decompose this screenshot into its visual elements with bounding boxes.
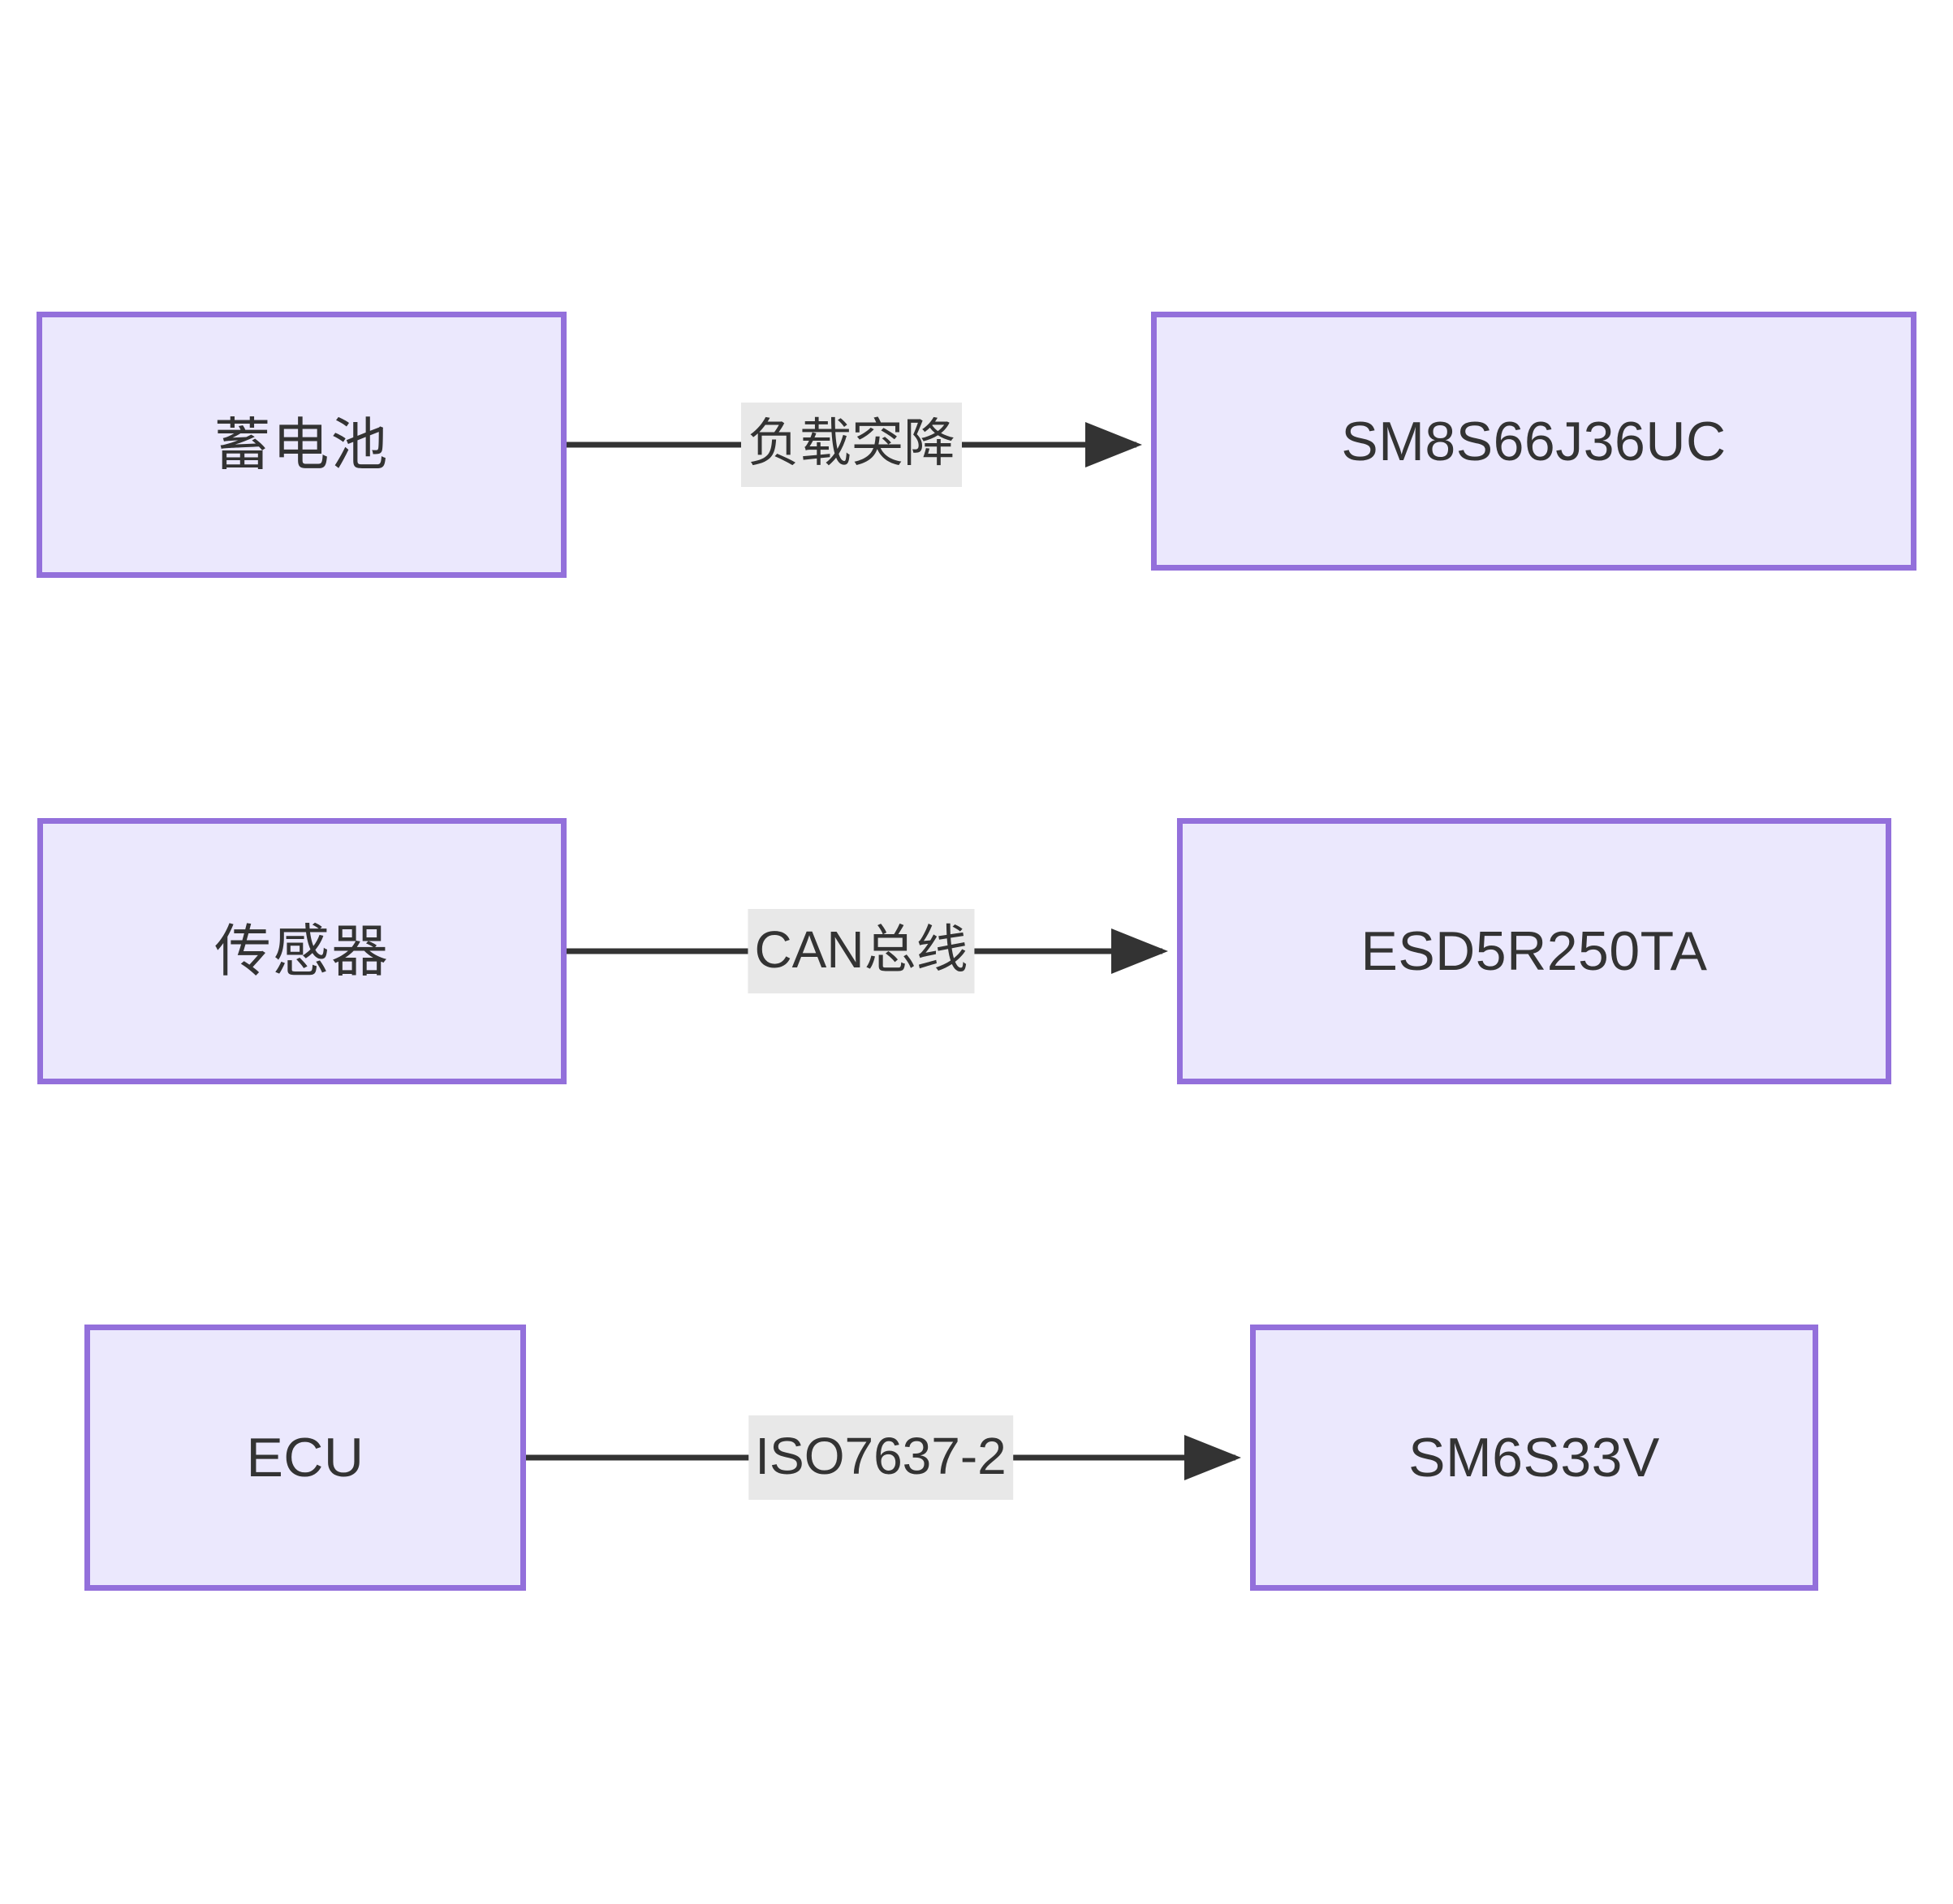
node-ecu-label: ECU: [246, 1427, 364, 1488]
edge-label-iso7637-2: ISO7637-2: [748, 1415, 1013, 1500]
node-battery-label: 蓄电池: [213, 413, 390, 476]
edge-label-can-bus: CAN总线: [748, 909, 975, 993]
edge-label-load-dump: 负载突降: [741, 403, 962, 487]
node-esd5r250ta[interactable]: ESD5R250TA: [1177, 818, 1891, 1084]
node-sm8s66j36uc-label: SM8S66J36UC: [1341, 410, 1727, 472]
node-sensor[interactable]: 传感器: [37, 818, 567, 1084]
node-sm6s33v[interactable]: SM6S33V: [1250, 1325, 1818, 1591]
node-ecu[interactable]: ECU: [84, 1325, 526, 1591]
node-esd5r250ta-label: ESD5R250TA: [1360, 920, 1708, 982]
node-sm8s66j36uc[interactable]: SM8S66J36UC: [1151, 312, 1916, 571]
node-sensor-label: 传感器: [214, 920, 390, 983]
node-sm6s33v-label: SM6S33V: [1408, 1427, 1660, 1488]
node-battery[interactable]: 蓄电池: [37, 312, 567, 578]
